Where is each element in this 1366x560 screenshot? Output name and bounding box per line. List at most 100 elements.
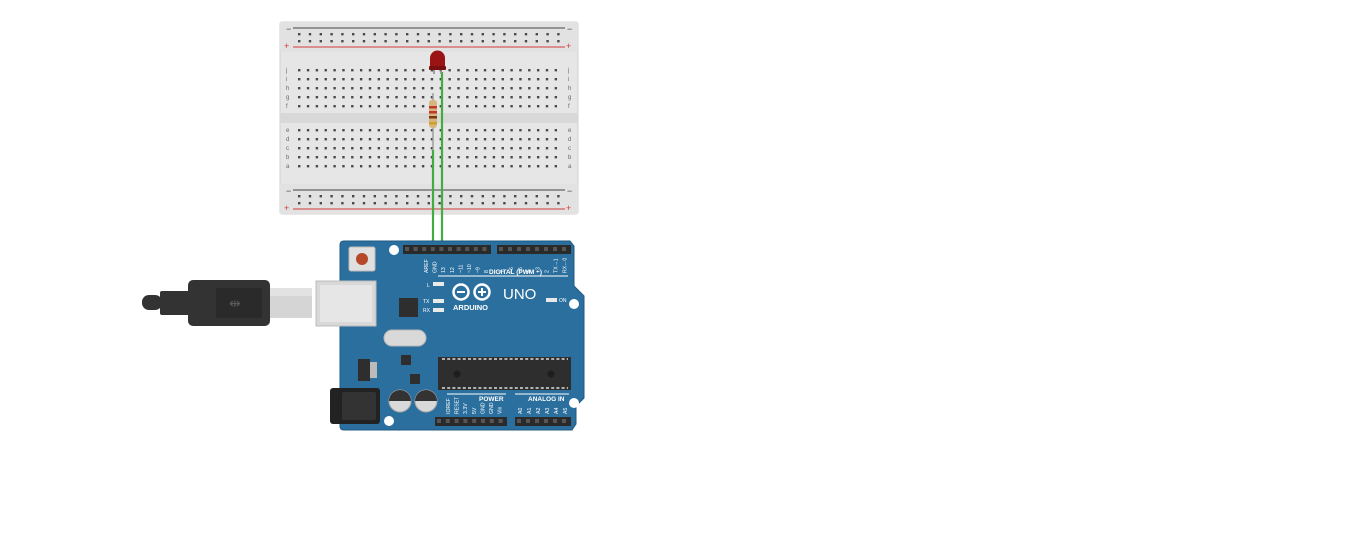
power-label: POWER	[479, 396, 504, 403]
rail-hole	[524, 195, 528, 198]
terminal-hole	[457, 129, 460, 132]
terminal-hole	[351, 156, 354, 159]
analog-header[interactable]	[515, 417, 571, 426]
rail-hole	[319, 195, 322, 198]
terminal-hole	[510, 105, 513, 108]
terminal-hole	[368, 105, 372, 108]
terminal-hole	[298, 69, 301, 72]
rail-hole	[395, 202, 398, 205]
terminal-hole	[457, 156, 460, 159]
terminal-hole	[342, 69, 345, 72]
rail-hole	[460, 40, 463, 43]
terminal-hole	[554, 87, 558, 90]
row-label: c	[286, 146, 289, 152]
terminal-hole	[306, 69, 310, 72]
terminal-hole	[475, 96, 478, 99]
terminal-hole	[315, 69, 319, 72]
terminal-hole	[368, 147, 372, 150]
terminal-hole	[519, 96, 522, 99]
rail-hole	[427, 40, 430, 43]
terminal-hole	[475, 78, 478, 81]
terminal-hole	[501, 138, 504, 141]
usb-cable-neck	[160, 291, 190, 315]
wires[interactable]	[431, 72, 444, 252]
terminal-hole	[439, 156, 442, 159]
power-jack-face	[342, 392, 376, 420]
header-pin-hole	[439, 247, 444, 251]
arduino-brand: ARDUINO	[453, 303, 488, 312]
led-red[interactable]	[429, 50, 446, 75]
pin-label: A5	[563, 408, 569, 414]
terminal-hole	[536, 129, 540, 132]
terminal-hole	[528, 105, 531, 108]
resistor[interactable]	[429, 93, 437, 150]
pin-label: ~11	[458, 264, 464, 273]
rail-hole	[449, 33, 452, 36]
terminal-hole	[342, 147, 345, 150]
terminal-hole	[545, 69, 549, 72]
terminal-hole	[298, 165, 301, 168]
terminal-hole	[536, 96, 540, 99]
terminal-hole	[448, 87, 451, 90]
usb-cable[interactable]: ⇹	[142, 280, 312, 326]
row-label: c	[568, 146, 571, 152]
terminal-hole	[404, 69, 407, 72]
row-label: f	[286, 104, 288, 110]
rail-hole	[308, 40, 312, 43]
terminal-hole	[528, 165, 531, 168]
terminal-hole	[483, 87, 487, 90]
led-l-indicator	[433, 282, 444, 286]
terminal-hole	[298, 78, 301, 81]
rail-hole	[308, 202, 312, 205]
terminal-hole	[386, 96, 389, 99]
rail-hole	[449, 202, 452, 205]
pin-label: ~6	[509, 267, 515, 273]
terminal-hole	[528, 87, 531, 90]
pin-label: ~10	[467, 264, 473, 273]
pin-label: 2	[545, 270, 551, 273]
terminal-hole	[439, 96, 442, 99]
header-pin-hole	[473, 247, 478, 251]
terminal-hole	[492, 87, 496, 90]
rail-hole	[524, 202, 528, 205]
rail-hole	[449, 40, 452, 43]
terminal-hole	[306, 147, 310, 150]
digital-header-left[interactable]	[403, 245, 491, 254]
crystal-oscillator	[383, 329, 427, 347]
terminal-hole	[395, 78, 398, 81]
terminal-hole	[448, 156, 451, 159]
header-pin-hole	[465, 247, 470, 251]
header-pin-hole	[517, 247, 521, 251]
terminal-hole	[421, 105, 425, 108]
bottom-rail-holes	[298, 195, 560, 205]
rail-hole	[330, 195, 333, 198]
terminal-hole	[342, 78, 345, 81]
terminal-hole	[315, 165, 319, 168]
rail-hole	[492, 40, 495, 43]
terminal-hole	[404, 156, 407, 159]
terminal-hole	[386, 87, 389, 90]
terminal-hole	[483, 165, 487, 168]
digital-header-right[interactable]	[497, 245, 571, 254]
terminal-hole	[342, 105, 345, 108]
power-header[interactable]	[435, 417, 507, 426]
bottom-pin-holes	[437, 419, 566, 423]
terminal-hole	[554, 165, 558, 168]
terminal-hole	[368, 96, 372, 99]
rail-hole	[481, 202, 484, 205]
terminal-hole	[510, 96, 513, 99]
rail-hole	[298, 40, 301, 43]
terminal-hole	[315, 138, 319, 141]
led-on-indicator	[546, 298, 557, 302]
rail-hole	[470, 202, 474, 205]
rail-hole	[319, 40, 322, 43]
terminal-hole	[421, 165, 425, 168]
header-pin-hole	[544, 419, 548, 423]
led-tx-label: TX	[423, 299, 430, 305]
terminal-hole	[536, 78, 540, 81]
rail-hole	[330, 33, 333, 36]
top-rail-plus-label-right: +	[566, 41, 571, 51]
terminal-hole	[342, 138, 345, 141]
rail-hole	[535, 195, 538, 198]
